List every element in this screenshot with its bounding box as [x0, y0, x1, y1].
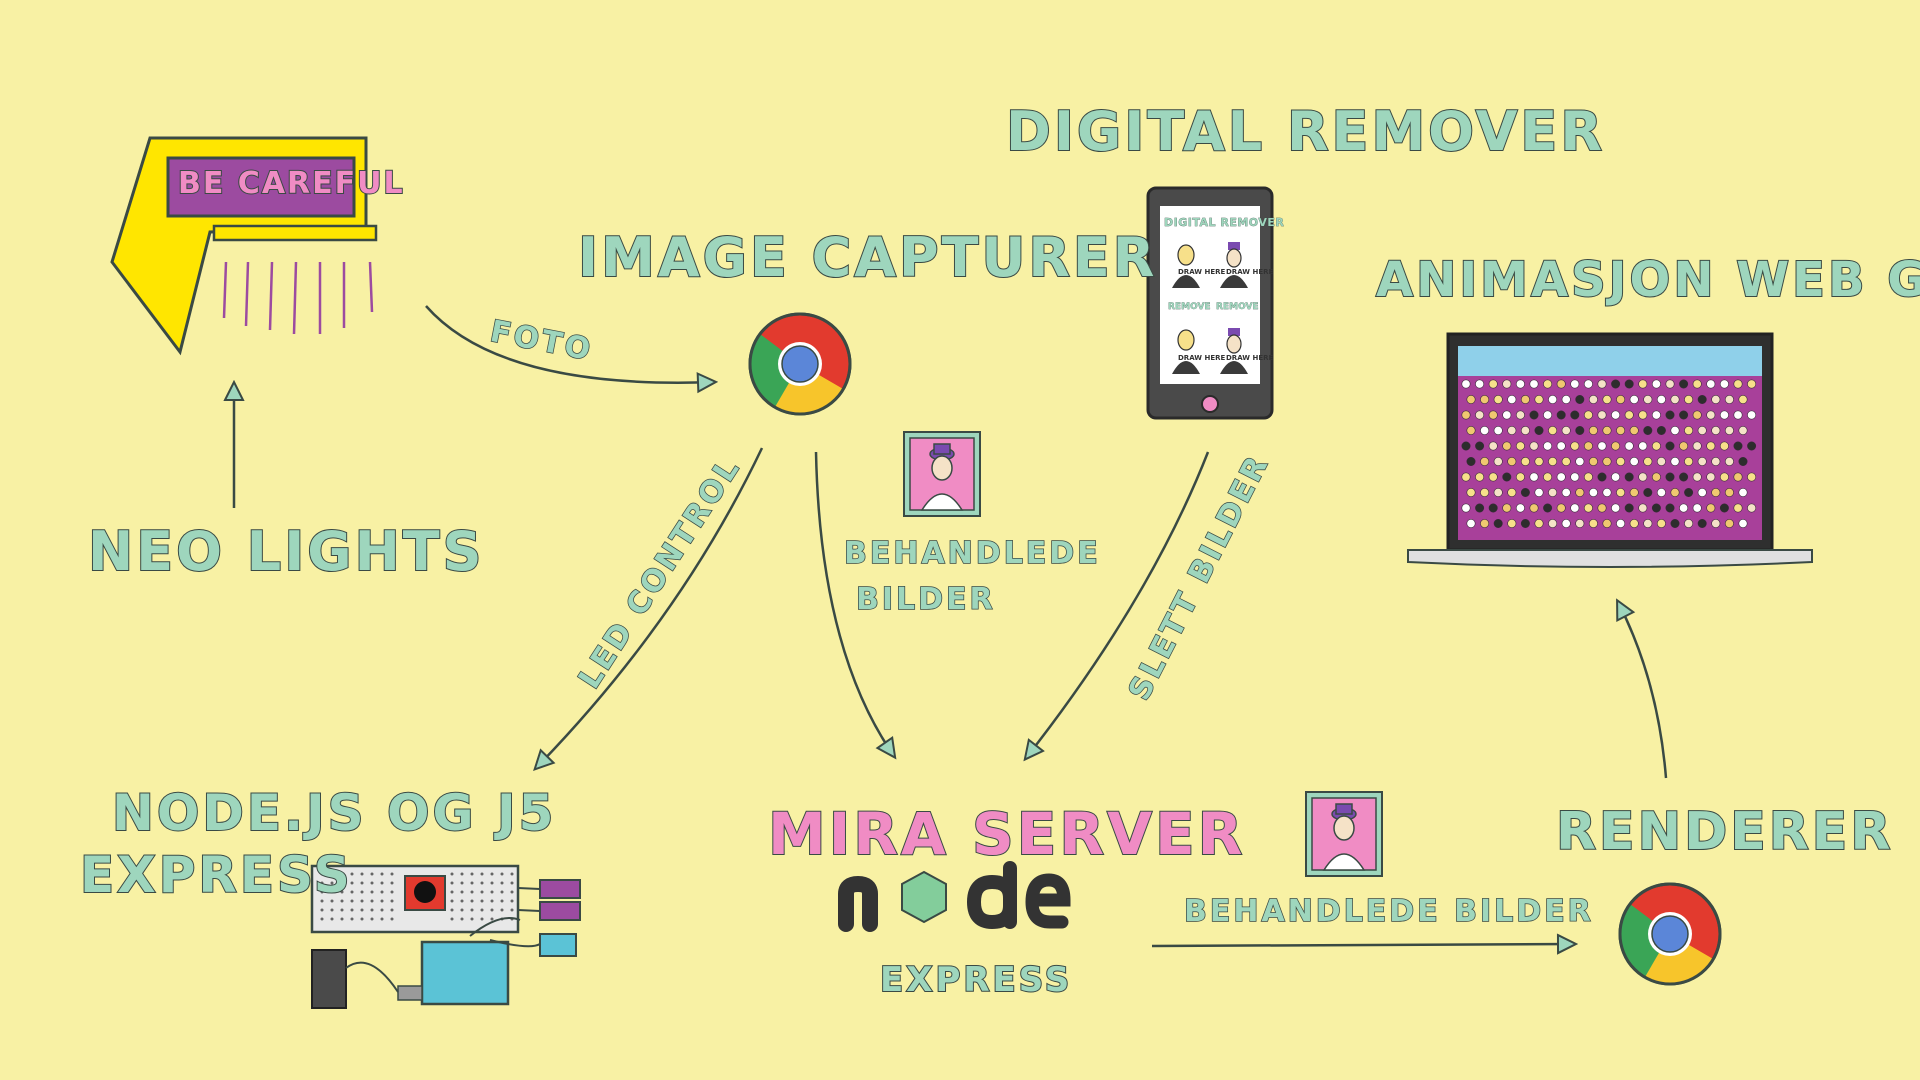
- arrow-slett-bilder: [1026, 451, 1210, 758]
- renderer-label: RENDERER: [1555, 801, 1894, 863]
- chrome-icon-renderer: [1618, 882, 1722, 986]
- neo-lights-label: NEO LIGHTS: [87, 519, 485, 584]
- animasjon-label: ANIMASJON WEB GL: [1375, 251, 1920, 309]
- be-careful-label: BE CAREFUL: [177, 165, 405, 202]
- phone-portrait-4: [1220, 328, 1248, 374]
- laptop-crowd: [1461, 379, 1757, 528]
- phone-draw-label-3: DRAW HERE: [1178, 354, 1226, 362]
- mira-server-label: MIRA SERVER: [767, 799, 1246, 869]
- portrait-icon-processed-1: [903, 431, 981, 517]
- image-capturer-label: IMAGE CAPTURER: [577, 225, 1158, 290]
- portrait-icon-processed-2: [1305, 791, 1383, 877]
- breadboard-icon: [310, 864, 581, 1009]
- arrow-behandlede: [814, 451, 894, 756]
- node-logo-icon: [838, 861, 1071, 932]
- node-logo-text: node: [846, 930, 861, 931]
- phone-draw-label-4: DRAW HERE: [1226, 354, 1274, 362]
- phone-portrait-1: [1172, 244, 1200, 288]
- phone-remove-label-2: REMOVE: [1216, 302, 1259, 312]
- nodejs-express-label: EXPRESS: [79, 845, 353, 905]
- phone-remove-label-1: REMOVE: [1168, 302, 1211, 312]
- phone-portrait-2: [1220, 242, 1248, 288]
- arrow-behandlede-bilder: [1151, 944, 1574, 946]
- phone-draw-label-2: DRAW HERE: [1226, 268, 1274, 276]
- lamp-icon: [110, 136, 378, 356]
- phone-portrait-3: [1172, 329, 1200, 374]
- nodejs-label: NODE.JS OG J5: [111, 783, 557, 843]
- digital-remover-label: DIGITAL REMOVER: [1005, 99, 1605, 164]
- arrow-foto: [425, 305, 714, 383]
- phone-icon: [1146, 186, 1274, 420]
- behandlede-bilder-label: BEHANDLEDE BILDER: [1183, 893, 1594, 930]
- phone-title-label: DIGITAL REMOVER: [1164, 216, 1285, 230]
- bilder-label: BILDER: [855, 581, 996, 618]
- arrow-led-control: [536, 447, 764, 768]
- phone-draw-label-1: DRAW HERE: [1178, 268, 1226, 276]
- laptop-icon: [1407, 332, 1813, 568]
- mira-express-label: EXPRESS: [879, 959, 1073, 1001]
- arrow-renderer-to-animasjon: [1618, 602, 1668, 779]
- behandlede-label: BEHANDLEDE: [843, 535, 1101, 572]
- chrome-icon-capturer: [748, 312, 852, 416]
